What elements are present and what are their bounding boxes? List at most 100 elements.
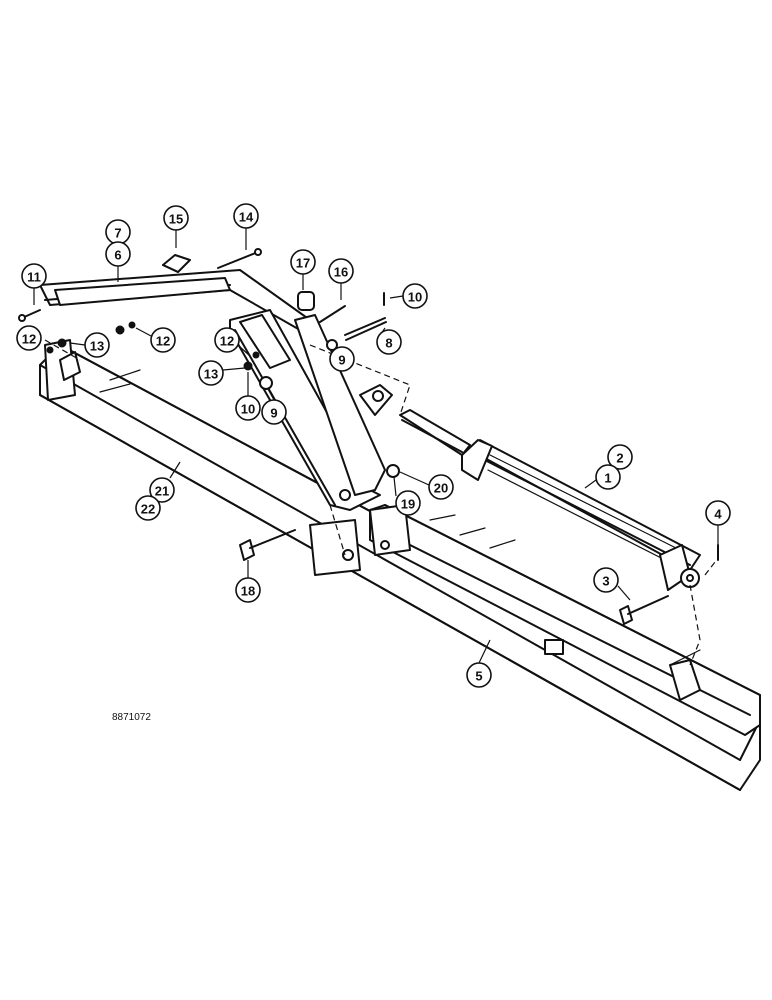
callout-circle: [428, 474, 454, 500]
bolt-part-18: [239, 529, 296, 561]
callout-circle: [214, 327, 240, 353]
washers-part-9: [259, 339, 338, 390]
bushing-part-17: [297, 291, 315, 311]
callout-label: 18: [241, 584, 255, 599]
callout-label: 10: [408, 290, 422, 305]
hydraulic-cylinder: [399, 409, 701, 591]
callout-20: 20: [399, 471, 454, 500]
callout-6: 6: [105, 241, 131, 282]
callout-1: 1: [584, 464, 621, 490]
callout-circle: [84, 332, 110, 358]
callout-circle: [705, 500, 731, 526]
callout-10: 10: [235, 372, 261, 421]
callout-15: 15: [163, 205, 189, 248]
callout-label: 22: [141, 502, 155, 517]
callout-circle: [198, 360, 224, 386]
bolt-part-3: [619, 595, 669, 625]
callout-leader: [238, 345, 251, 357]
callout-circle: [135, 495, 161, 521]
bolt-part-14: [217, 248, 262, 269]
callout-18: 18: [235, 560, 261, 603]
callout-label: 10: [241, 402, 255, 417]
callout-circle: [105, 241, 131, 267]
callout-circle: [395, 490, 421, 516]
callout-label: 12: [220, 334, 234, 349]
callout-label: 12: [156, 334, 170, 349]
callout-circle: [163, 205, 189, 231]
callout-16: 16: [328, 258, 354, 300]
callout-label: 13: [204, 367, 218, 382]
callout-circle: [593, 567, 619, 593]
callout-label: 1: [604, 471, 611, 486]
callout-12: 12: [135, 327, 176, 353]
callout-22: 22: [135, 495, 161, 521]
callout-circle: [402, 283, 428, 309]
callout-circle: [235, 395, 261, 421]
callout-13: 13: [69, 332, 110, 358]
upper-frame: [39, 269, 311, 331]
callout-7: 7: [105, 219, 131, 245]
callout-circle: [261, 399, 287, 425]
callout-19: 19: [393, 476, 421, 516]
callout-9: 9: [329, 346, 355, 372]
callout-17: 17: [290, 249, 316, 290]
callout-label: 12: [22, 332, 36, 347]
callout-4: 4: [705, 500, 731, 545]
callout-label: 21: [155, 484, 169, 499]
callout-label: 19: [401, 497, 415, 512]
callout-21: 21: [149, 461, 181, 503]
callout-label: 8: [385, 336, 392, 351]
callout-label: 9: [338, 353, 345, 368]
callout-leader: [393, 476, 397, 497]
callout-leader: [169, 461, 181, 479]
callout-circle: [607, 444, 633, 470]
callout-label: 4: [714, 507, 722, 522]
callout-label: 16: [334, 265, 348, 280]
callout-leader: [389, 295, 404, 299]
callout-leader: [617, 585, 631, 601]
washer-part-19: [386, 464, 400, 478]
callout-leader: [135, 327, 152, 337]
callout-2: 2: [607, 444, 633, 470]
rear-beam: [369, 504, 761, 736]
callout-label: 2: [616, 451, 623, 466]
callout-label: 17: [296, 256, 310, 271]
callout-circle: [21, 263, 47, 289]
callout-circle: [466, 662, 492, 688]
rod-clevis: [359, 384, 393, 416]
callout-leader: [222, 367, 246, 371]
callout-11: 11: [21, 263, 47, 305]
callout-circle: [329, 346, 355, 372]
callout-label: 3: [602, 574, 609, 589]
callout-label: 14: [239, 210, 254, 225]
diagonal-arm: [229, 309, 386, 511]
callout-circle: [16, 325, 42, 351]
nuts-part-13: [57, 325, 253, 371]
callout-12: 12: [16, 325, 42, 351]
callout-10: 10: [389, 283, 428, 309]
callout-label: 6: [114, 248, 121, 263]
callout-leader: [478, 639, 491, 664]
callout-circle: [235, 577, 261, 603]
washers-part-12: [46, 321, 260, 359]
callout-13: 13: [198, 360, 246, 386]
callout-leader: [584, 479, 597, 489]
callout-label: 11: [27, 270, 41, 285]
callout-label: 7: [114, 226, 121, 241]
callout-label: 15: [169, 212, 183, 227]
callout-circle: [149, 477, 175, 503]
callout-12: 12: [214, 327, 251, 357]
callout-circle: [595, 464, 621, 490]
callout-circle: [290, 249, 316, 275]
callout-label: 13: [90, 339, 104, 354]
callout-leader: [69, 342, 86, 346]
callout-5: 5: [466, 639, 492, 688]
callout-9: 9: [261, 388, 287, 425]
pin-part-15: [162, 254, 191, 273]
callout-8: 8: [376, 327, 402, 355]
bolt-part-16: [319, 305, 346, 323]
callout-label: 20: [434, 481, 448, 496]
bolt-part-11: [18, 309, 41, 322]
